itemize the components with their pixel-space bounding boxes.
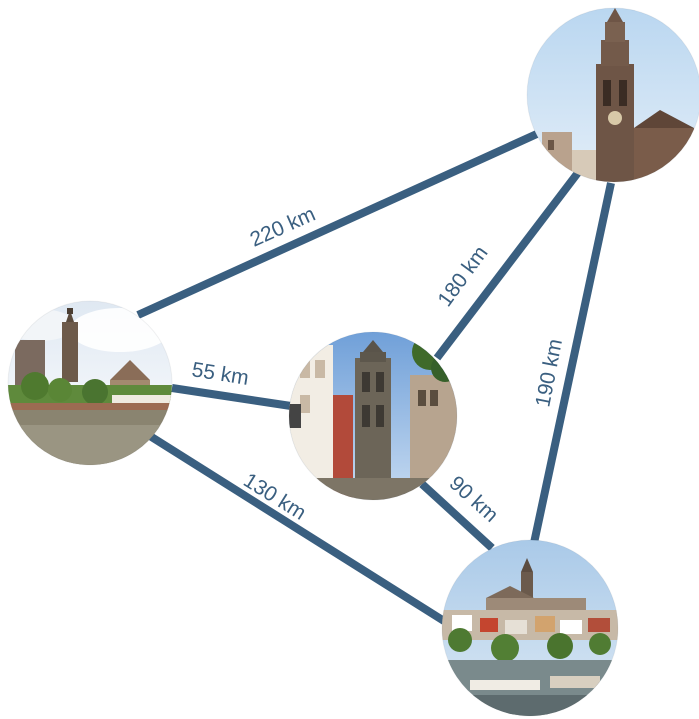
edge-west-center [171,384,292,410]
edge-label-55: 55 km [190,358,250,390]
node-southeast-city-photo [442,540,618,716]
node-west-city-photo [8,301,172,465]
node-center-city-photo [289,332,457,500]
edge-west-southeast [147,432,447,625]
edge-southeast-northeast [530,182,615,544]
node-west [7,300,173,466]
node-center [288,331,458,501]
edge-center-southeast [419,481,495,551]
node-northeast [526,7,699,183]
edge-west-northeast [136,124,552,319]
node-southeast [441,539,619,717]
edge-label-90: 90 km [445,472,503,527]
edge-label-220: 220 km [247,203,319,252]
edge-center-northeast [433,167,584,361]
